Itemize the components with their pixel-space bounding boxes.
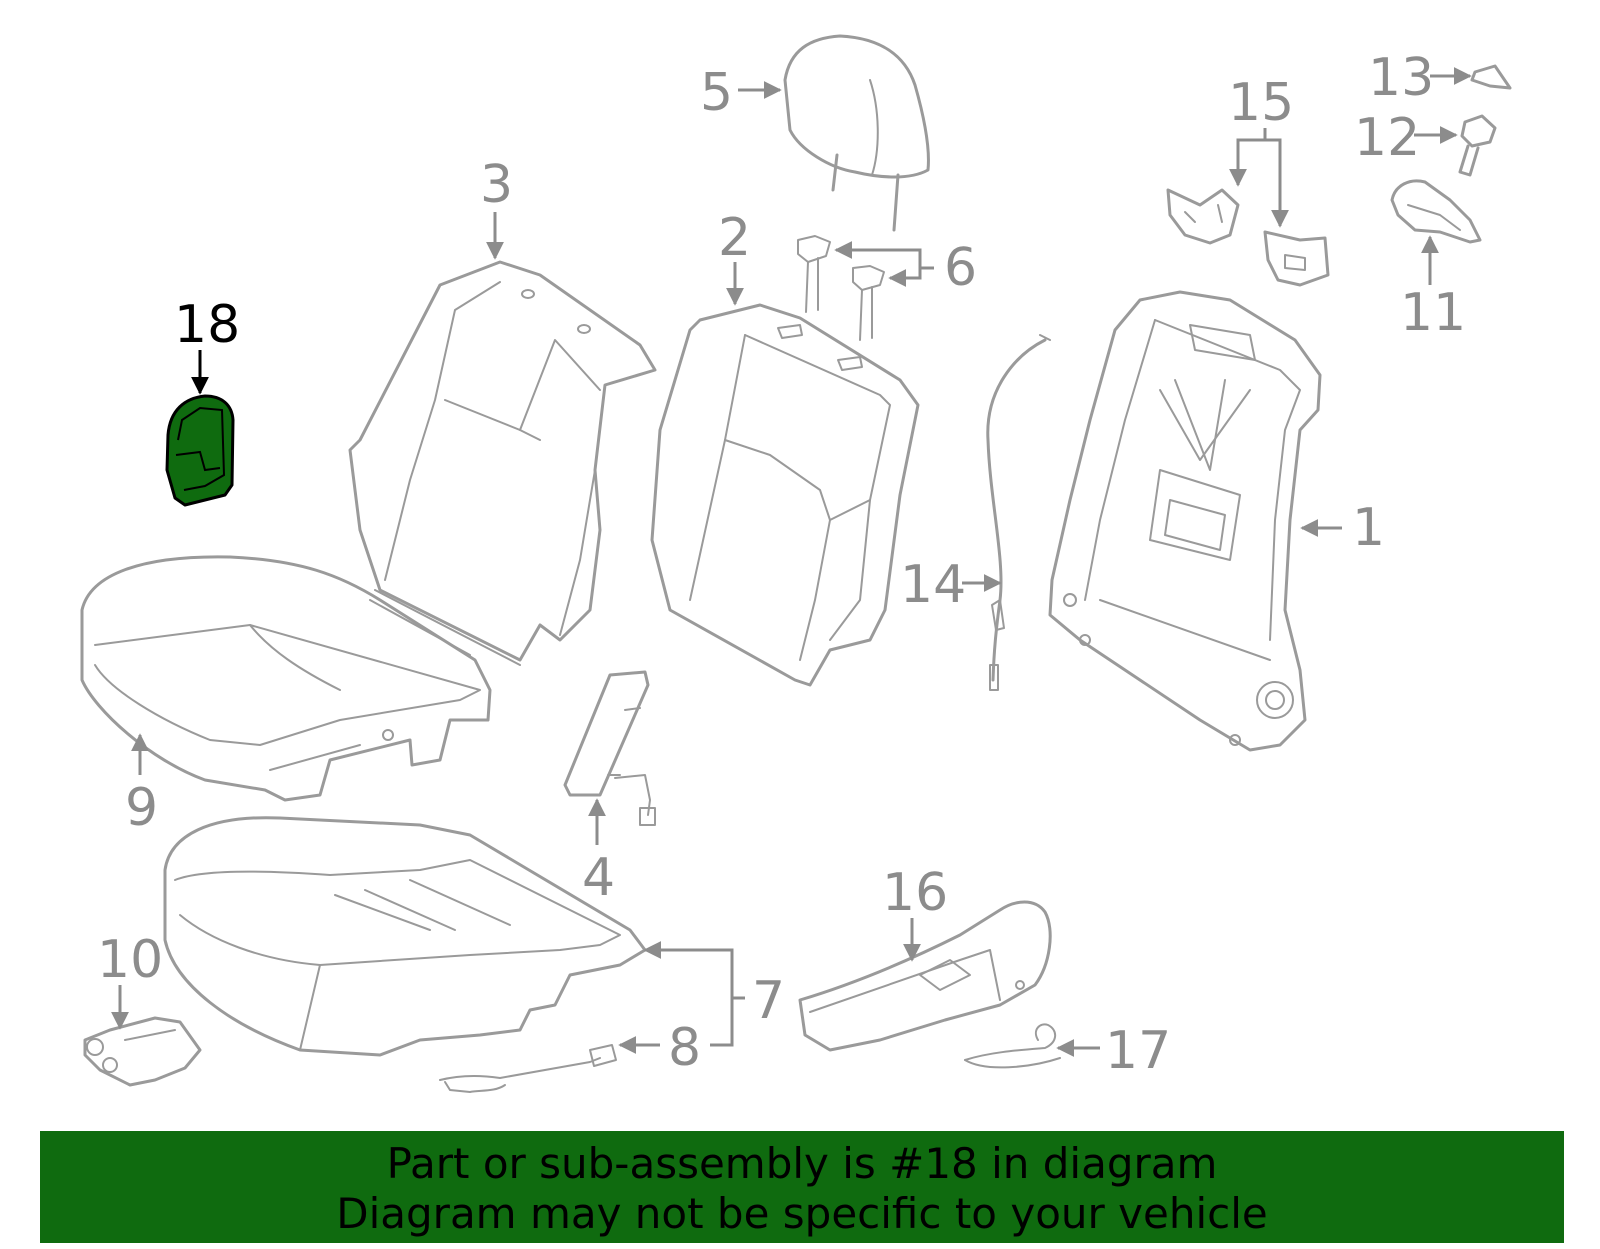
- leader-7-bracket: [710, 955, 734, 1047]
- part-6-headrest-guides: [797, 235, 885, 341]
- callout-2: 2: [718, 208, 751, 268]
- callout-7: 7: [752, 971, 785, 1031]
- banner-line-2: Diagram may not be specific to your vehi…: [336, 1189, 1268, 1238]
- part-12-bolt: [1458, 114, 1497, 177]
- leader-15a: [1229, 128, 1267, 187]
- callout-3: 3: [480, 155, 513, 215]
- part-10-module: [83, 1016, 202, 1087]
- info-banner: Part or sub-assembly is #18 in diagram D…: [40, 1131, 1564, 1243]
- leader-6a: [834, 241, 934, 270]
- callout-17: 17: [1105, 1021, 1171, 1081]
- callout-9: 9: [125, 778, 158, 838]
- callout-6: 6: [944, 238, 977, 298]
- callout-13: 13: [1368, 48, 1434, 108]
- part-18-highlighted[interactable]: [165, 394, 235, 507]
- callout-14: 14: [900, 555, 966, 615]
- part-13-clip: [1470, 64, 1512, 90]
- callout-18: 18: [174, 295, 240, 355]
- callout-11: 11: [1400, 283, 1466, 343]
- part-14-cable: [986, 334, 1051, 691]
- part-7-cushion-pad: [163, 816, 647, 1057]
- callout-12: 12: [1354, 108, 1420, 168]
- callout-1: 1: [1352, 498, 1385, 558]
- part-2-seatback-pad: [650, 303, 920, 687]
- leader-15b: [1265, 138, 1289, 228]
- callout-15: 15: [1228, 73, 1294, 133]
- part-9-cushion-cover: [80, 555, 492, 802]
- banner-line-1: Part or sub-assembly is #18 in diagram: [386, 1139, 1218, 1188]
- callout-4: 4: [582, 848, 615, 908]
- part-15-brackets: [1166, 188, 1330, 287]
- callout-16: 16: [882, 863, 948, 923]
- part-17-clip: [964, 1023, 1061, 1069]
- leader-7: [643, 941, 734, 959]
- callout-8: 8: [668, 1018, 701, 1078]
- leader-6b: [888, 268, 922, 287]
- callout-5: 5: [700, 63, 733, 123]
- part-16-side-shield: [798, 900, 1052, 1052]
- part-8-wire: [439, 1044, 617, 1093]
- part-5-headrest: [783, 34, 930, 232]
- callout-10: 10: [97, 930, 163, 990]
- part-4-side-airbag: [563, 670, 656, 826]
- part-1-seatback-frame: [1048, 290, 1322, 752]
- part-11-cover: [1390, 179, 1482, 244]
- part-3-seatback-cover: [348, 260, 657, 666]
- parts-diagram: 18 3 5 6 2: [80, 34, 1512, 1093]
